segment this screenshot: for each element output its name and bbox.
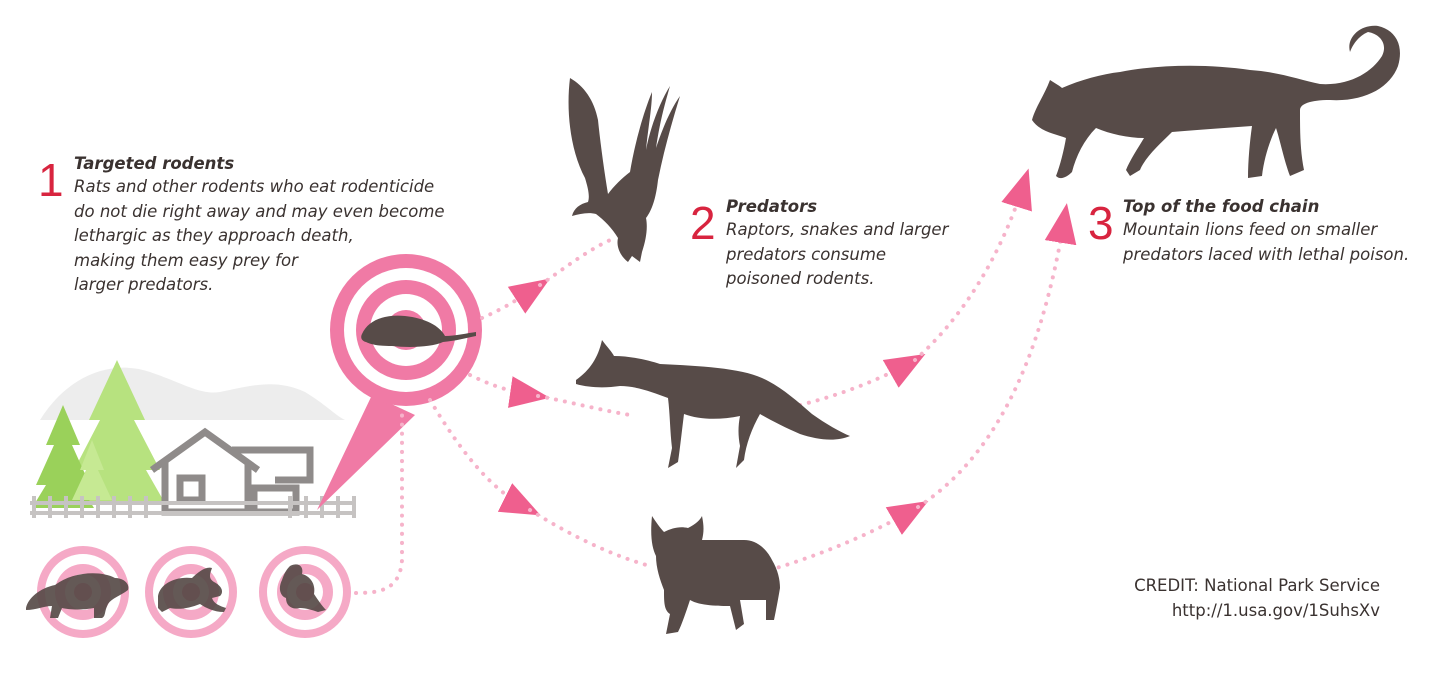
rabbit-icon: [158, 567, 226, 612]
step-2-block: 2 Predators Raptors, snakes and larger p…: [690, 196, 948, 292]
credit-source: CREDIT: National Park Service: [1134, 576, 1380, 595]
step-1-line: making them easy prey for: [74, 250, 298, 270]
step-2-line: Raptors, snakes and larger: [726, 220, 949, 239]
step-2-description: Raptors, snakes and larger predators con…: [726, 218, 948, 292]
step-3-title: Top of the food chain: [1123, 197, 1320, 216]
step-1-number: 1: [38, 154, 64, 206]
bobcat-icon: [651, 516, 780, 634]
mountain-lion-icon: [1032, 25, 1400, 179]
step-1-block: 1 Targeted rodents Rats and other rodent…: [38, 153, 445, 298]
step-2-line: poisoned rodents.: [726, 269, 875, 288]
step-1-line: lethargic as they approach death,: [74, 226, 354, 245]
step-3-line: predators laced with lethal poison.: [1123, 244, 1410, 264]
step-1-description: Rats and other rodents who eat rodentici…: [74, 175, 445, 298]
credit-url: http://1.usa.gov/1SuhsXv: [1171, 601, 1380, 620]
step-1-title: Targeted rodents: [74, 154, 235, 173]
step-1-line: do not die right away and may even becom…: [74, 201, 445, 221]
step-2-number: 2: [690, 197, 716, 249]
step-2-line: predators consume: [726, 244, 887, 264]
step-3-number: 3: [1088, 197, 1114, 249]
food-chain-arrows: [354, 168, 1077, 595]
step-2-title: Predators: [726, 197, 818, 216]
step-3-line: Mountain lions feed on smaller: [1123, 220, 1378, 239]
step-1-line: larger predators.: [74, 275, 214, 294]
hills-background: [40, 367, 345, 420]
credit-block: CREDIT: National Park Service http://1.u…: [1134, 573, 1380, 623]
raccoon-icon: [26, 573, 129, 618]
fox-icon: [576, 340, 850, 468]
tree-icon: [32, 360, 166, 508]
squirrel-icon: [279, 564, 326, 612]
step-1-line: Rats and other rodents who eat rodentici…: [74, 177, 435, 196]
fence: [30, 496, 356, 518]
rat-icon: [361, 315, 476, 347]
eagle-icon: [568, 78, 680, 262]
step-3-description: Mountain lions feed on smaller predators…: [1123, 218, 1409, 267]
house-icon: [149, 427, 314, 516]
step-3-block: 3 Top of the food chain Mountain lions f…: [1088, 196, 1409, 267]
